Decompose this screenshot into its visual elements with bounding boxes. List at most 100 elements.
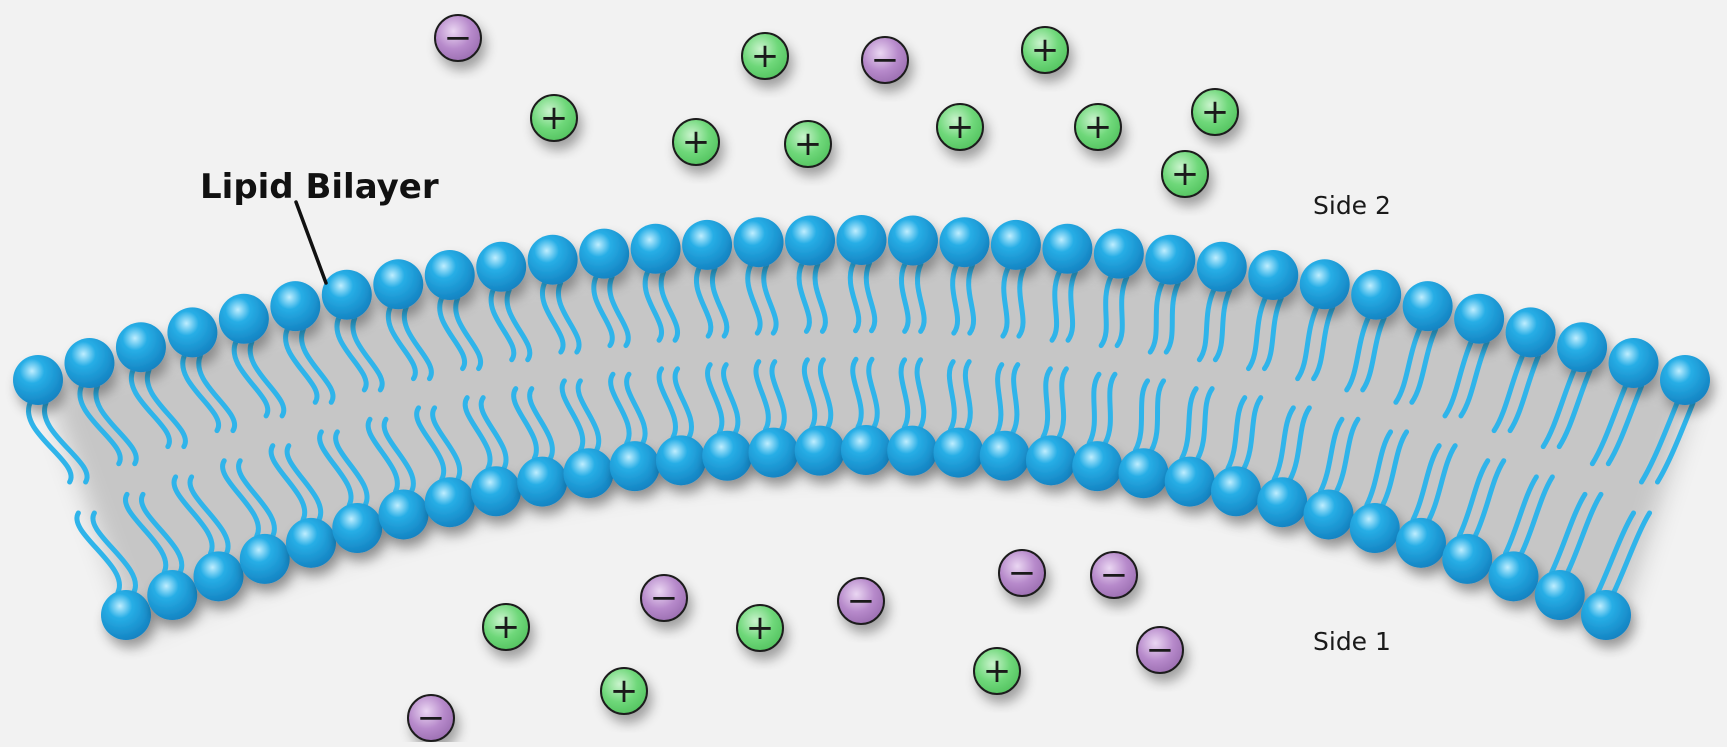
lipid-tail-upper: [1163, 280, 1181, 355]
lipid-tail-lower: [1040, 366, 1053, 440]
lipid-head-outer: [476, 241, 527, 292]
lipid-tail-lower: [90, 510, 138, 595]
positive-ion-circle: [936, 103, 984, 151]
lipid-head-inner: [1349, 502, 1400, 553]
positive-ion-circle: [736, 604, 784, 652]
lipid-heads: [13, 215, 1710, 640]
negative-ion: −: [1090, 551, 1138, 599]
lipid-tail-upper: [1295, 304, 1320, 382]
lipid-tail-upper: [1654, 400, 1696, 485]
lipid-head-outer: [64, 338, 115, 389]
lipid-head-outer: [1402, 281, 1453, 332]
lipid-tail-lower: [1426, 443, 1458, 523]
lipid-tail-upper: [453, 295, 484, 372]
lipid-head-inner: [748, 427, 799, 478]
lipid-tail-upper: [299, 326, 336, 405]
lipid-head-inner: [332, 502, 383, 553]
lipid-tail-lower: [575, 378, 602, 453]
lipid-tail-upper: [1491, 352, 1526, 434]
lipid-tail-upper: [1458, 339, 1490, 419]
lipid-tail-upper: [694, 265, 714, 339]
lipid-bilayer-label: Lipid Bilayer: [200, 167, 439, 207]
lipid-head-outer: [424, 250, 475, 300]
negative-ion: −: [640, 574, 688, 622]
positive-ion: +: [672, 118, 720, 166]
negative-ion-circle: [1136, 626, 1184, 674]
lipid-tail-upper: [950, 262, 960, 336]
lipid-tail-lower: [138, 491, 185, 575]
lipid-tail-upper: [401, 304, 434, 382]
negative-ion-circle: [1090, 551, 1138, 599]
negative-ion: −: [407, 694, 455, 742]
lipid-head-outer: [321, 269, 372, 320]
lipid-tail-upper: [1540, 367, 1577, 450]
positive-ion: +: [1191, 88, 1239, 136]
lipid-tail-upper: [196, 352, 238, 434]
plus-sign: +: [1201, 92, 1230, 132]
lipid-head-inner: [979, 430, 1030, 481]
lipid-tail-lower: [171, 474, 215, 556]
lipid-tail-upper: [1507, 352, 1542, 434]
lipid-tail-lower: [1195, 386, 1215, 462]
minus-sign: −: [1100, 555, 1129, 595]
lipid-head-inner: [101, 590, 151, 640]
positive-ion-circle: [741, 32, 789, 80]
plus-sign: +: [610, 671, 639, 711]
positive-ion-circle: [1021, 26, 1069, 74]
lipid-tail-upper: [180, 352, 222, 434]
lipid-tail-lower: [462, 395, 493, 471]
lipid-head-inner: [239, 533, 290, 584]
lipid-head-outer: [990, 219, 1041, 270]
lipid-head-inner: [193, 551, 244, 602]
lipid-head-inner: [1072, 441, 1123, 492]
lipid-tails: [26, 260, 1696, 595]
plus-sign: +: [746, 608, 775, 648]
lipid-head-outer: [270, 281, 321, 332]
minus-sign: −: [871, 40, 900, 80]
negative-ion: −: [861, 36, 909, 84]
lipid-tail-lower: [1086, 371, 1102, 446]
lipid-tail-lower: [1102, 371, 1118, 446]
lipid-tail-lower: [1410, 443, 1442, 523]
lipid-head-inner: [609, 441, 660, 492]
lipid-tail-lower: [381, 416, 416, 494]
lipid-tail-lower: [1056, 366, 1069, 440]
lipid-tail-upper: [231, 339, 271, 419]
lipid-tail-lower: [284, 443, 324, 523]
plus-sign: +: [794, 124, 823, 164]
negative-ion: −: [998, 549, 1046, 597]
lipid-tail-lower: [1472, 458, 1507, 539]
lipid-head-inner: [147, 570, 198, 621]
minus-sign: −: [847, 581, 876, 621]
lipid-head-outer: [115, 322, 166, 373]
lipid-head-inner: [1534, 570, 1585, 621]
lipid-head-inner: [1442, 533, 1493, 584]
lipid-tail-upper: [761, 262, 779, 336]
lipid-tail-lower: [850, 356, 864, 430]
lipid-head-outer: [887, 215, 938, 266]
lipid-tail-upper: [914, 261, 927, 334]
lipid-tail-upper: [898, 261, 911, 334]
negative-ion: −: [837, 577, 885, 625]
lipid-tail-upper: [812, 261, 828, 334]
lipid-tail-lower: [478, 395, 509, 471]
lipid-tail-lower: [527, 386, 555, 462]
plus-sign: +: [983, 651, 1012, 691]
lipid-head-outer: [939, 217, 990, 268]
minus-sign: −: [417, 698, 446, 738]
lipid-tail-upper: [26, 400, 74, 485]
lipid-head-inner: [656, 435, 706, 486]
lipid-tail-upper: [556, 280, 582, 355]
lipid-head-inner: [1488, 551, 1539, 602]
lipid-tail-upper: [1049, 269, 1062, 343]
lipid-tail-lower: [1010, 362, 1021, 436]
lipid-head-outer: [167, 307, 218, 358]
lipid-tail-upper: [1212, 287, 1233, 363]
positive-ion-circle: [530, 94, 578, 142]
plus-sign: +: [1031, 30, 1060, 70]
lipid-head-outer: [1248, 250, 1299, 300]
lipid-tail-lower: [74, 510, 122, 595]
lipid-head-inner: [286, 517, 336, 568]
lipid-tail-lower: [914, 357, 927, 431]
